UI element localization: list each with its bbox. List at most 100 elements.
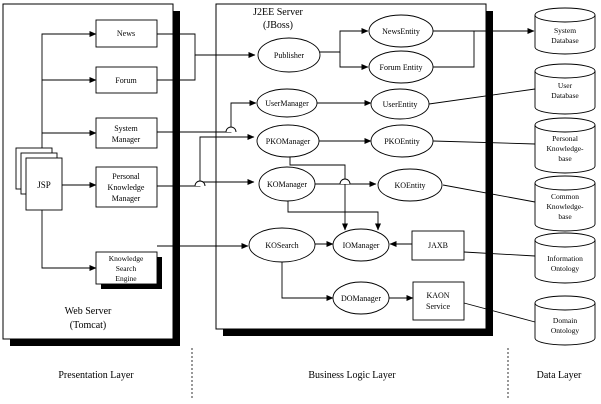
publisher-label: Publisher — [274, 51, 305, 60]
system-manager-label-line1: System — [114, 124, 138, 133]
koentity-label: KOEntity — [394, 181, 425, 190]
user-db-label-line1: User — [558, 81, 573, 90]
j2ee-server-sublabel: (JBoss) — [263, 20, 293, 31]
ks-engine-box: Knowledge Search Engine — [95, 251, 162, 289]
kaon-service-label-line1: KAON — [426, 291, 449, 300]
pk-manager-box: Personal Knowledge Manager — [95, 166, 158, 208]
usermanager-ellipse — [256, 88, 318, 118]
iomanager-node: IOManager — [332, 228, 390, 262]
userentity-to-user-db-line — [428, 88, 536, 105]
ks-engine-label-line3: Engine — [115, 274, 137, 283]
forum-box: Forum — [95, 66, 158, 94]
hop-2 — [194, 180, 206, 187]
kosearch-label: KOSearch — [265, 241, 298, 250]
personal-kb-label-line3: base — [558, 154, 572, 163]
pk-manager-rect — [95, 166, 158, 208]
line-crossover-hops — [194, 126, 351, 187]
common-kb-label-line1: Common — [551, 192, 579, 201]
information-ontology-label-line1: Information — [547, 254, 583, 263]
personal-kb-label-line2: Knowledge- — [546, 144, 584, 153]
newsentity-ellipse — [368, 14, 434, 48]
business-logic-layer-label: Business Logic Layer — [308, 370, 396, 381]
kosearch-to-domanager-arrow — [281, 262, 334, 301]
pkomanager-label: PKOManager — [266, 137, 311, 146]
domain-ontology-body — [534, 303, 596, 346]
komanager-to-iomanager-arrow — [287, 201, 381, 231]
kaon-service-box: KAON Service — [412, 281, 465, 321]
information-ontology-top — [534, 232, 596, 248]
common-kb-top — [534, 175, 596, 191]
information-ontology-label-line2: Ontology — [551, 264, 580, 273]
user-db-label-line2: Database — [551, 91, 579, 100]
web-server-label: Web Server — [65, 306, 112, 317]
jaxb-label: JAXB — [428, 241, 448, 250]
jsp-label: JSP — [37, 180, 51, 190]
komanager-label: KOManager — [267, 180, 307, 189]
domanager-label: DOManager — [341, 294, 381, 303]
pk-manager-label-line1: Personal — [112, 172, 140, 181]
domain-ontology-label-line1: Domain — [553, 316, 577, 325]
pkomanager-node: PKOManager — [256, 124, 320, 158]
personal-kb-cylinder: Personal Knowledge- base — [534, 117, 596, 174]
forumentity-node: Forum Entity — [368, 50, 434, 84]
pk-manager-to-pkomanager-arrow — [199, 134, 255, 182]
personal-kb-top — [534, 117, 596, 133]
domain-ontology-cylinder: Domain Ontology — [534, 295, 596, 346]
j2ee-server-box — [215, 3, 487, 330]
system-manager-label-line2: Manager — [112, 135, 141, 144]
koentity-node: KOEntity — [377, 168, 443, 202]
system-manager-rect — [95, 117, 158, 149]
news-box: News — [95, 19, 158, 48]
jsp-to-ks-engine-arrow — [41, 211, 97, 271]
ks-engine-rect — [95, 251, 158, 285]
jaxb-rect — [411, 230, 465, 261]
j2ee-server-label: J2EE Server — [253, 7, 303, 18]
iomanager-label: IOManager — [343, 241, 380, 250]
system-database-cylinder: System Database — [534, 7, 596, 55]
jsp-stack: JSP — [15, 147, 63, 211]
komanager-node: KOManager — [258, 166, 316, 202]
kaon-service-rect — [412, 281, 465, 321]
pkoentity-ellipse — [370, 124, 434, 158]
kaon-service-label-line2: Service — [426, 302, 450, 311]
ks-engine-label-line2: Search — [116, 264, 137, 273]
data-layer-label: Data Layer — [537, 370, 582, 381]
pkoentity-to-personal-kb-line — [432, 140, 536, 145]
publisher-to-newsentity-arrow — [320, 28, 369, 53]
jsp-to-news-arrow — [41, 31, 97, 148]
pkomanager-ellipse — [256, 124, 320, 158]
publisher-ellipse — [257, 37, 321, 73]
forum-label: Forum — [115, 76, 137, 85]
kaon-to-domain-ontology-line — [463, 302, 536, 323]
forumentity-ellipse — [368, 50, 434, 84]
jaxb-box: JAXB — [411, 230, 465, 261]
publisher-node: Publisher — [257, 37, 321, 73]
personal-kb-label-line1: Personal — [552, 134, 578, 143]
hop-3 — [339, 178, 351, 185]
pkomanager-to-iomanager-arrow — [289, 157, 348, 231]
forum-box-rect — [95, 66, 158, 94]
koentity-to-common-kb-line — [442, 184, 536, 203]
system-manager-to-usermanager-arrow — [157, 100, 257, 133]
news-to-publisher-arrow — [157, 33, 256, 58]
news-label: News — [117, 29, 135, 38]
pkoentity-label: PKOEntity — [384, 137, 420, 146]
user-db-body — [534, 71, 596, 115]
userentity-ellipse — [370, 88, 430, 120]
kosearch-ellipse — [248, 227, 316, 263]
information-ontology-body — [534, 240, 596, 284]
system-manager-box: System Manager — [95, 117, 158, 149]
personal-kb-body — [534, 125, 596, 174]
newsentity-node: NewsEntity — [368, 14, 434, 48]
information-ontology-cylinder: Information Ontology — [534, 232, 596, 284]
domain-ontology-top — [534, 295, 596, 311]
user-database-cylinder: User Database — [534, 63, 596, 115]
common-kb-body — [534, 183, 596, 232]
presentation-layer-label: Presentation Layer — [58, 370, 134, 381]
jsp-page-front — [25, 157, 63, 211]
web-server-sublabel: (Tomcat) — [70, 320, 107, 331]
userentity-label: UserEntity — [383, 100, 418, 109]
common-kb-cylinder: Common Knowledge- base — [534, 175, 596, 232]
